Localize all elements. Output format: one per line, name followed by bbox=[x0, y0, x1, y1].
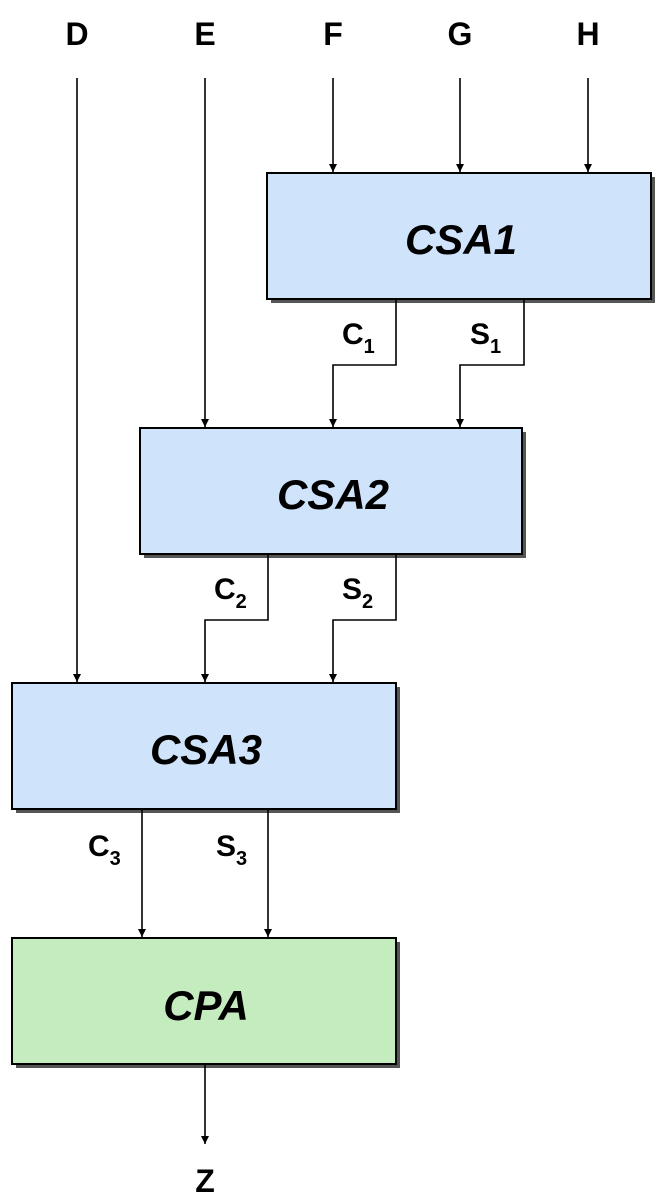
signal-s1-base: S bbox=[470, 318, 490, 351]
csa1-label: CSA1 bbox=[405, 216, 517, 263]
csa2-block: CSA2 bbox=[139, 427, 526, 558]
wire-s2 bbox=[329, 555, 397, 682]
csa1-box bbox=[266, 172, 652, 300]
wire-s1 bbox=[456, 300, 525, 427]
wire-c1 bbox=[329, 300, 397, 427]
signal-s2-base: S bbox=[342, 573, 362, 606]
cpa-box bbox=[11, 937, 397, 1065]
csa3-box bbox=[11, 682, 397, 810]
cpa-label: CPA bbox=[163, 982, 249, 1029]
cpa-block: CPA bbox=[11, 937, 400, 1068]
signal-label-c1: C1 bbox=[342, 318, 375, 358]
wire-c2 bbox=[201, 555, 269, 682]
signal-s3-sub: 3 bbox=[236, 848, 247, 870]
csa3-label: CSA3 bbox=[150, 726, 262, 773]
input-label-d: D bbox=[65, 16, 88, 52]
signal-label-s1: S1 bbox=[470, 318, 501, 358]
signal-label-c2: C2 bbox=[214, 573, 247, 613]
input-label-f: F bbox=[323, 16, 343, 52]
input-label-e: E bbox=[194, 16, 215, 52]
csa2-label: CSA2 bbox=[277, 471, 389, 518]
signal-c2-sub: 2 bbox=[236, 591, 247, 613]
signal-c3-sub: 3 bbox=[110, 848, 121, 870]
input-label-h: H bbox=[576, 16, 599, 52]
signal-label-c3: C3 bbox=[88, 830, 121, 870]
signal-s2-sub: 2 bbox=[362, 591, 373, 613]
csa2-box bbox=[139, 427, 523, 555]
signal-c1-sub: 1 bbox=[364, 336, 375, 358]
signal-s3-base: S bbox=[216, 830, 236, 863]
signal-c2-base: C bbox=[214, 573, 236, 606]
signal-s1-sub: 1 bbox=[490, 336, 501, 358]
output-label-z: Z bbox=[195, 1163, 215, 1199]
csa3-block: CSA3 bbox=[11, 682, 400, 813]
csa1-block: CSA1 bbox=[266, 172, 655, 303]
signal-c1-base: C bbox=[342, 318, 364, 351]
signal-label-s2: S2 bbox=[342, 573, 373, 613]
signal-c3-base: C bbox=[88, 830, 110, 863]
input-label-g: G bbox=[448, 16, 473, 52]
signal-label-s3: S3 bbox=[216, 830, 247, 870]
